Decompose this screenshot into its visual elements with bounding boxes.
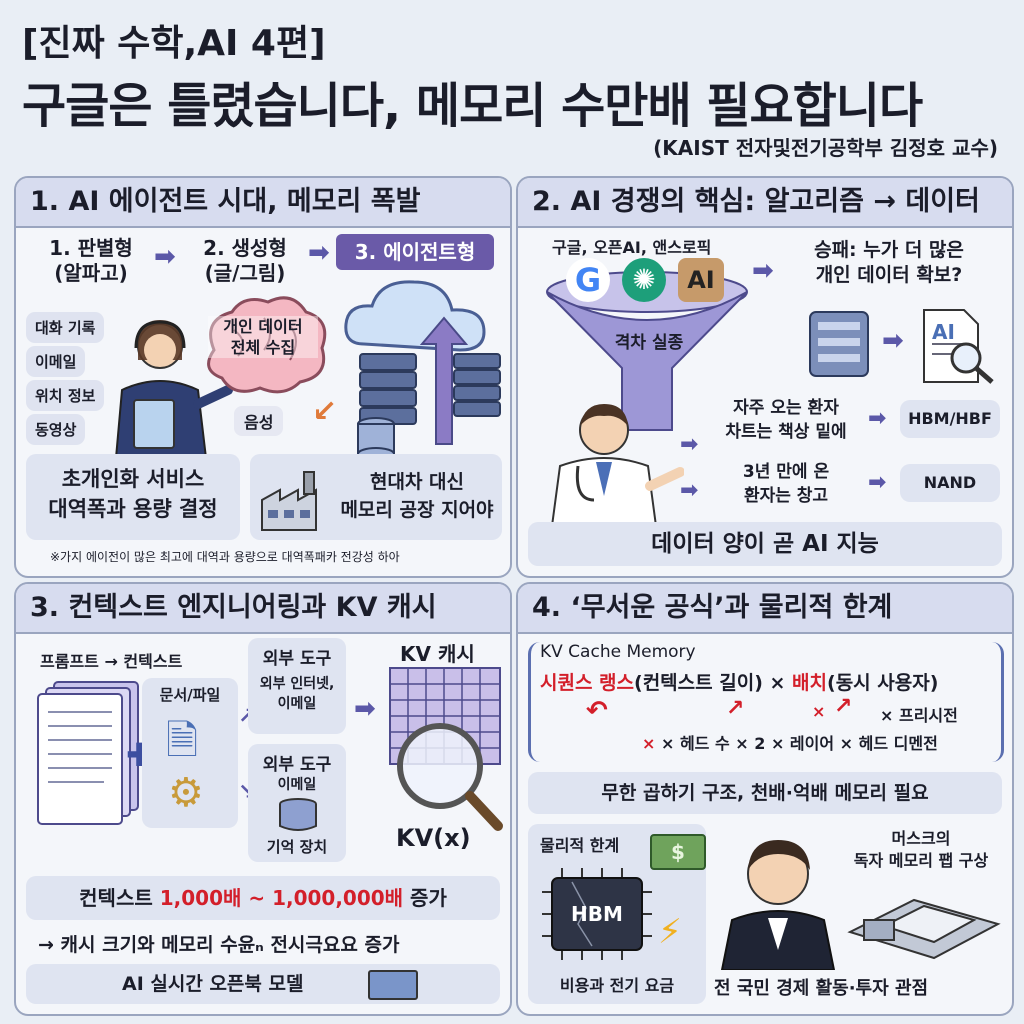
- formula-head: KV Cache Memory: [540, 642, 696, 662]
- arrow-right-icon: ➡: [882, 326, 904, 356]
- panel-ai-competition: 2. AI 경쟁의 핵심: 알고리즘 → 데이터 구글, 오픈AI, 앤스로픽 …: [516, 176, 1014, 578]
- arrow-right-icon: ➡: [680, 478, 699, 503]
- footnote: ※가지 에이전이 많은 최고에 대역과 용량으로 대역폭패카 전강성 하아: [50, 550, 400, 564]
- prompt-context-label: 프롬프트 → 컨텍스트: [40, 652, 183, 671]
- documents-card: 문서/파일 🗎 ⚙: [142, 678, 238, 828]
- voice-label: 음성: [234, 406, 284, 436]
- data-item-email: 이메일: [26, 346, 86, 377]
- data-item-video: 동영상: [26, 414, 86, 445]
- agent-operator-illustration: [114, 320, 233, 458]
- infinite-multiplication-banner: 무한 곱하기 구조, 천배·억배 메모리 필요: [528, 772, 1002, 814]
- factory-icon: [261, 471, 317, 531]
- arrow-up-icon: ↗: [726, 696, 745, 721]
- panel-scary-formula: 4. ‘무서운 공식’과 물리적 한계 KV Cache Memory 시퀀스 …: [516, 582, 1014, 1016]
- memory-fab-building-icon: [847, 898, 1001, 960]
- document-search-icon: [923, 309, 994, 384]
- arrow-right-icon: ➡: [680, 432, 699, 457]
- brain-icon: [207, 296, 327, 394]
- database-icon: [279, 798, 317, 831]
- panel-1-title: 1. AI 에이전트 시대, 메모리 폭발: [16, 178, 510, 228]
- arrow-right-icon: ➡: [354, 694, 376, 724]
- panel-context-engineering: 3. 컨텍스트 엔지니어링과 KV 캐시 프롬프트 → 컨텍스트 ✚ 문서/파일…: [14, 582, 512, 1016]
- step-discriminative: 1. 판별형(알파고): [49, 236, 133, 285]
- data-item-chat: 대화 기록: [26, 312, 105, 343]
- arrow-up-icon: ↗: [834, 694, 853, 719]
- panel-3-title: 3. 컨텍스트 엔지니어링과 KV 캐시: [16, 584, 510, 634]
- economy-perspective: 전 국민 경제 활동·투자 관점: [714, 978, 929, 999]
- context-growth-box: 컨텍스트 1,000배 ~ 1,000,000배 증가: [26, 876, 500, 920]
- musk-portrait: [720, 840, 836, 970]
- formula-bracket: [528, 642, 1004, 762]
- formula-line-2: × × 헤드 수 × 2 × 레이어 × 헤드 디멘전: [642, 734, 938, 753]
- openai-logo: ✺: [622, 258, 666, 302]
- kv-cache-label: KV 캐시: [400, 642, 475, 666]
- step-agentic: 3. 에이전트형: [336, 234, 494, 270]
- nand-box: NAND: [900, 464, 1000, 502]
- cloud-server-icon: [344, 280, 501, 461]
- server-icon: [809, 311, 869, 377]
- hbm-label: HBM: [571, 902, 623, 926]
- document-stack-icon: [37, 681, 139, 825]
- external-tool-2: 외부 도구 이메일 기억 장치: [248, 744, 346, 862]
- lightning-icon: ⚡: [658, 912, 682, 952]
- money-icon: $: [650, 834, 706, 870]
- anthropic-logo: AI: [678, 258, 724, 302]
- panel-4-title: 4. ‘무서운 공식’과 물리적 한계: [518, 584, 1012, 634]
- doctor-illustration: [550, 404, 684, 526]
- formula-line-1: 시퀀스 랭스(컨텍스트 길이) × 배치(동시 사용자): [540, 672, 939, 694]
- google-logo: G: [566, 258, 610, 302]
- external-tool-1: 외부 도구 외부 인터넷,이메일: [248, 638, 346, 734]
- document-ai-label: AI: [932, 320, 955, 344]
- author-credit: (KAIST 전자및전기공학부 김정호 교수): [653, 136, 998, 160]
- step-generative: 2. 생성형(글/그림): [203, 236, 287, 285]
- arrow-right-icon: ➡: [868, 470, 887, 495]
- formula-precision: × 프리시전: [880, 706, 958, 725]
- panel-agent-era: 1. AI 에이전트 시대, 메모리 폭발 1. 판별형(알파고) ➡ 2. 생…: [14, 176, 512, 578]
- arrow-right-icon: ➡: [752, 256, 774, 286]
- arrow-right-icon: ➡: [154, 242, 176, 272]
- physical-limit-card: 물리적 한계 HBM $ ⚡ 비용과 전기 요금: [528, 824, 706, 1004]
- open-book-model-box: AI 실시간 오픈북 모델: [26, 964, 500, 1004]
- data-intelligence-banner: 데이터 양이 곧 AI 지능: [528, 522, 1002, 566]
- gear-file-icon: ⚙: [168, 770, 204, 816]
- times-icon: ×: [812, 702, 826, 721]
- companies-label: 구글, 오픈AI, 앤스로픽: [552, 238, 712, 257]
- hbm-chip-icon: [542, 868, 652, 960]
- kvx-label: KV(x): [396, 824, 471, 852]
- funnel-label: 격차 실종: [614, 333, 684, 353]
- laptop-icon: [368, 970, 418, 1000]
- series-label: [진짜 수학,AI 4편]: [22, 23, 326, 64]
- arrow-right-icon: ➡: [308, 238, 330, 268]
- curved-arrow-icon: ↶: [586, 696, 608, 726]
- curved-arrow-icon: ↙: [312, 394, 338, 429]
- kv-grid-icon: [389, 667, 503, 831]
- arrow-right-icon: ➡: [868, 406, 887, 431]
- page-title: 구글은 틀렸습니다, 메모리 수만배 필요합니다: [22, 78, 923, 134]
- file-icon: 🗎: [166, 718, 199, 764]
- cache-growth-text: → 캐시 크기와 메모리 수윤ₙ 전시극요요 증가: [38, 934, 400, 956]
- panel-2-title: 2. AI 경쟁의 핵심: 알고리즘 → 데이터: [518, 178, 1012, 228]
- data-item-location: 위치 정보: [26, 380, 105, 411]
- hbm-box: HBM/HBF: [900, 400, 1000, 438]
